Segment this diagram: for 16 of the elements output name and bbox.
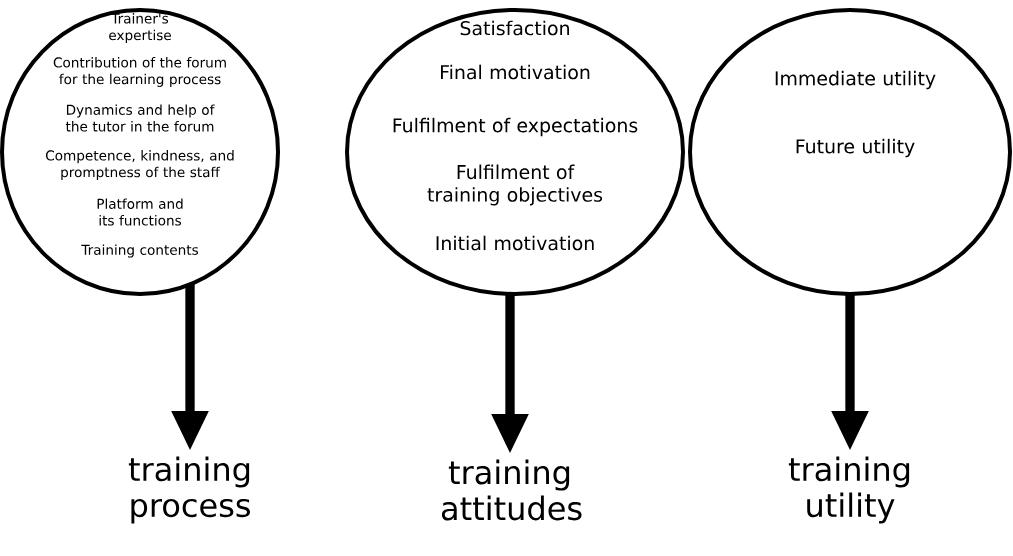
item-text: Platform and its functions [97, 198, 183, 226]
item-text: Satisfaction [460, 20, 569, 36]
heading-text: training attitudes [441, 459, 582, 521]
item-text: Future utility [796, 138, 915, 158]
item-text: Trainer's expertise [109, 13, 171, 43]
item-text: Competence, kindness, and promptness of the staff [45, 150, 234, 180]
heading-text: training utility [788, 456, 910, 524]
item-text: Immediate utility [775, 70, 936, 90]
item-text: Dynamics and help of the tutor in the forum [65, 104, 215, 132]
item-text: Initial motivation [436, 235, 594, 251]
heading-text: training process [128, 456, 250, 524]
item-text: Training contents [81, 244, 199, 258]
item-text: Fulfilment of expectations [393, 117, 638, 137]
item-text: Fulfilment of training objectives [427, 164, 603, 206]
item-text: Final motivation [441, 64, 590, 80]
item-text: Contribution of the forum for the learning process [53, 57, 226, 87]
